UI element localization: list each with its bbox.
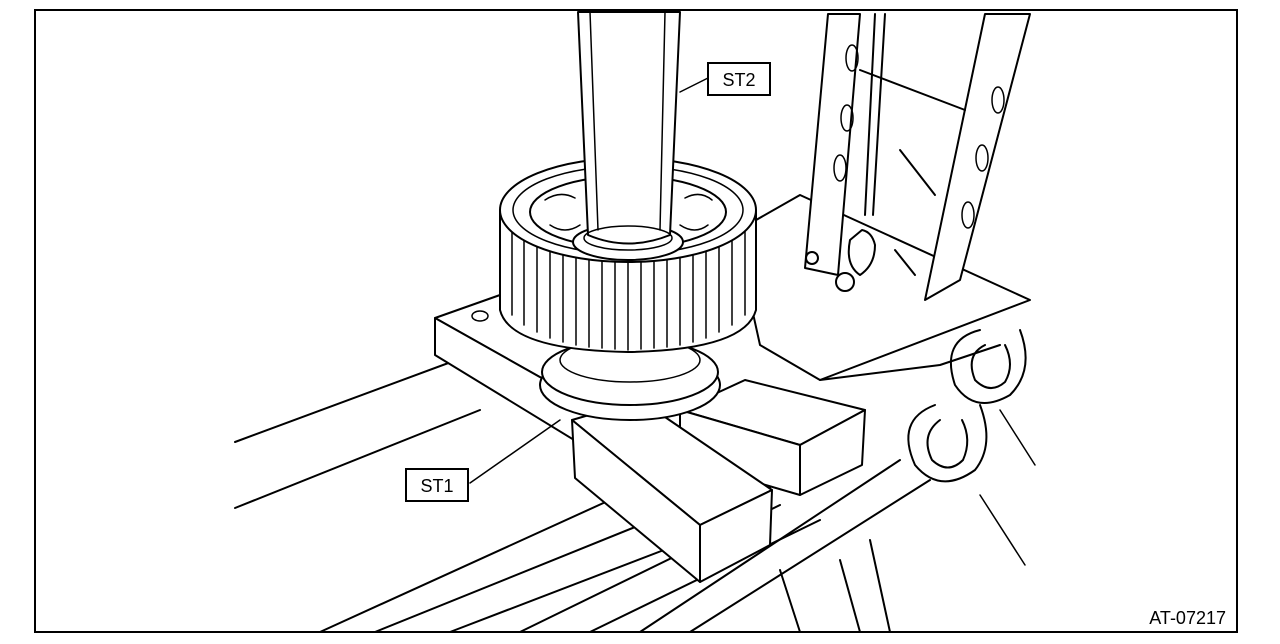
support-block-right <box>679 379 866 496</box>
st2-leader-line <box>679 77 709 93</box>
press-ram-shaft <box>577 11 681 251</box>
callout-st1-label: ST1 <box>420 476 453 496</box>
figure-code: AT-07217 <box>1149 608 1226 628</box>
hook-lower <box>907 404 1026 566</box>
lower-ring <box>539 337 721 421</box>
support-block-front <box>571 399 773 583</box>
callout-st1: ST1 <box>405 468 469 502</box>
st1-leader-line <box>469 419 561 484</box>
callout-st2-label: ST2 <box>722 70 755 90</box>
press-frame <box>734 13 1031 633</box>
hook-upper <box>950 329 1036 466</box>
callout-st2: ST2 <box>707 62 771 96</box>
